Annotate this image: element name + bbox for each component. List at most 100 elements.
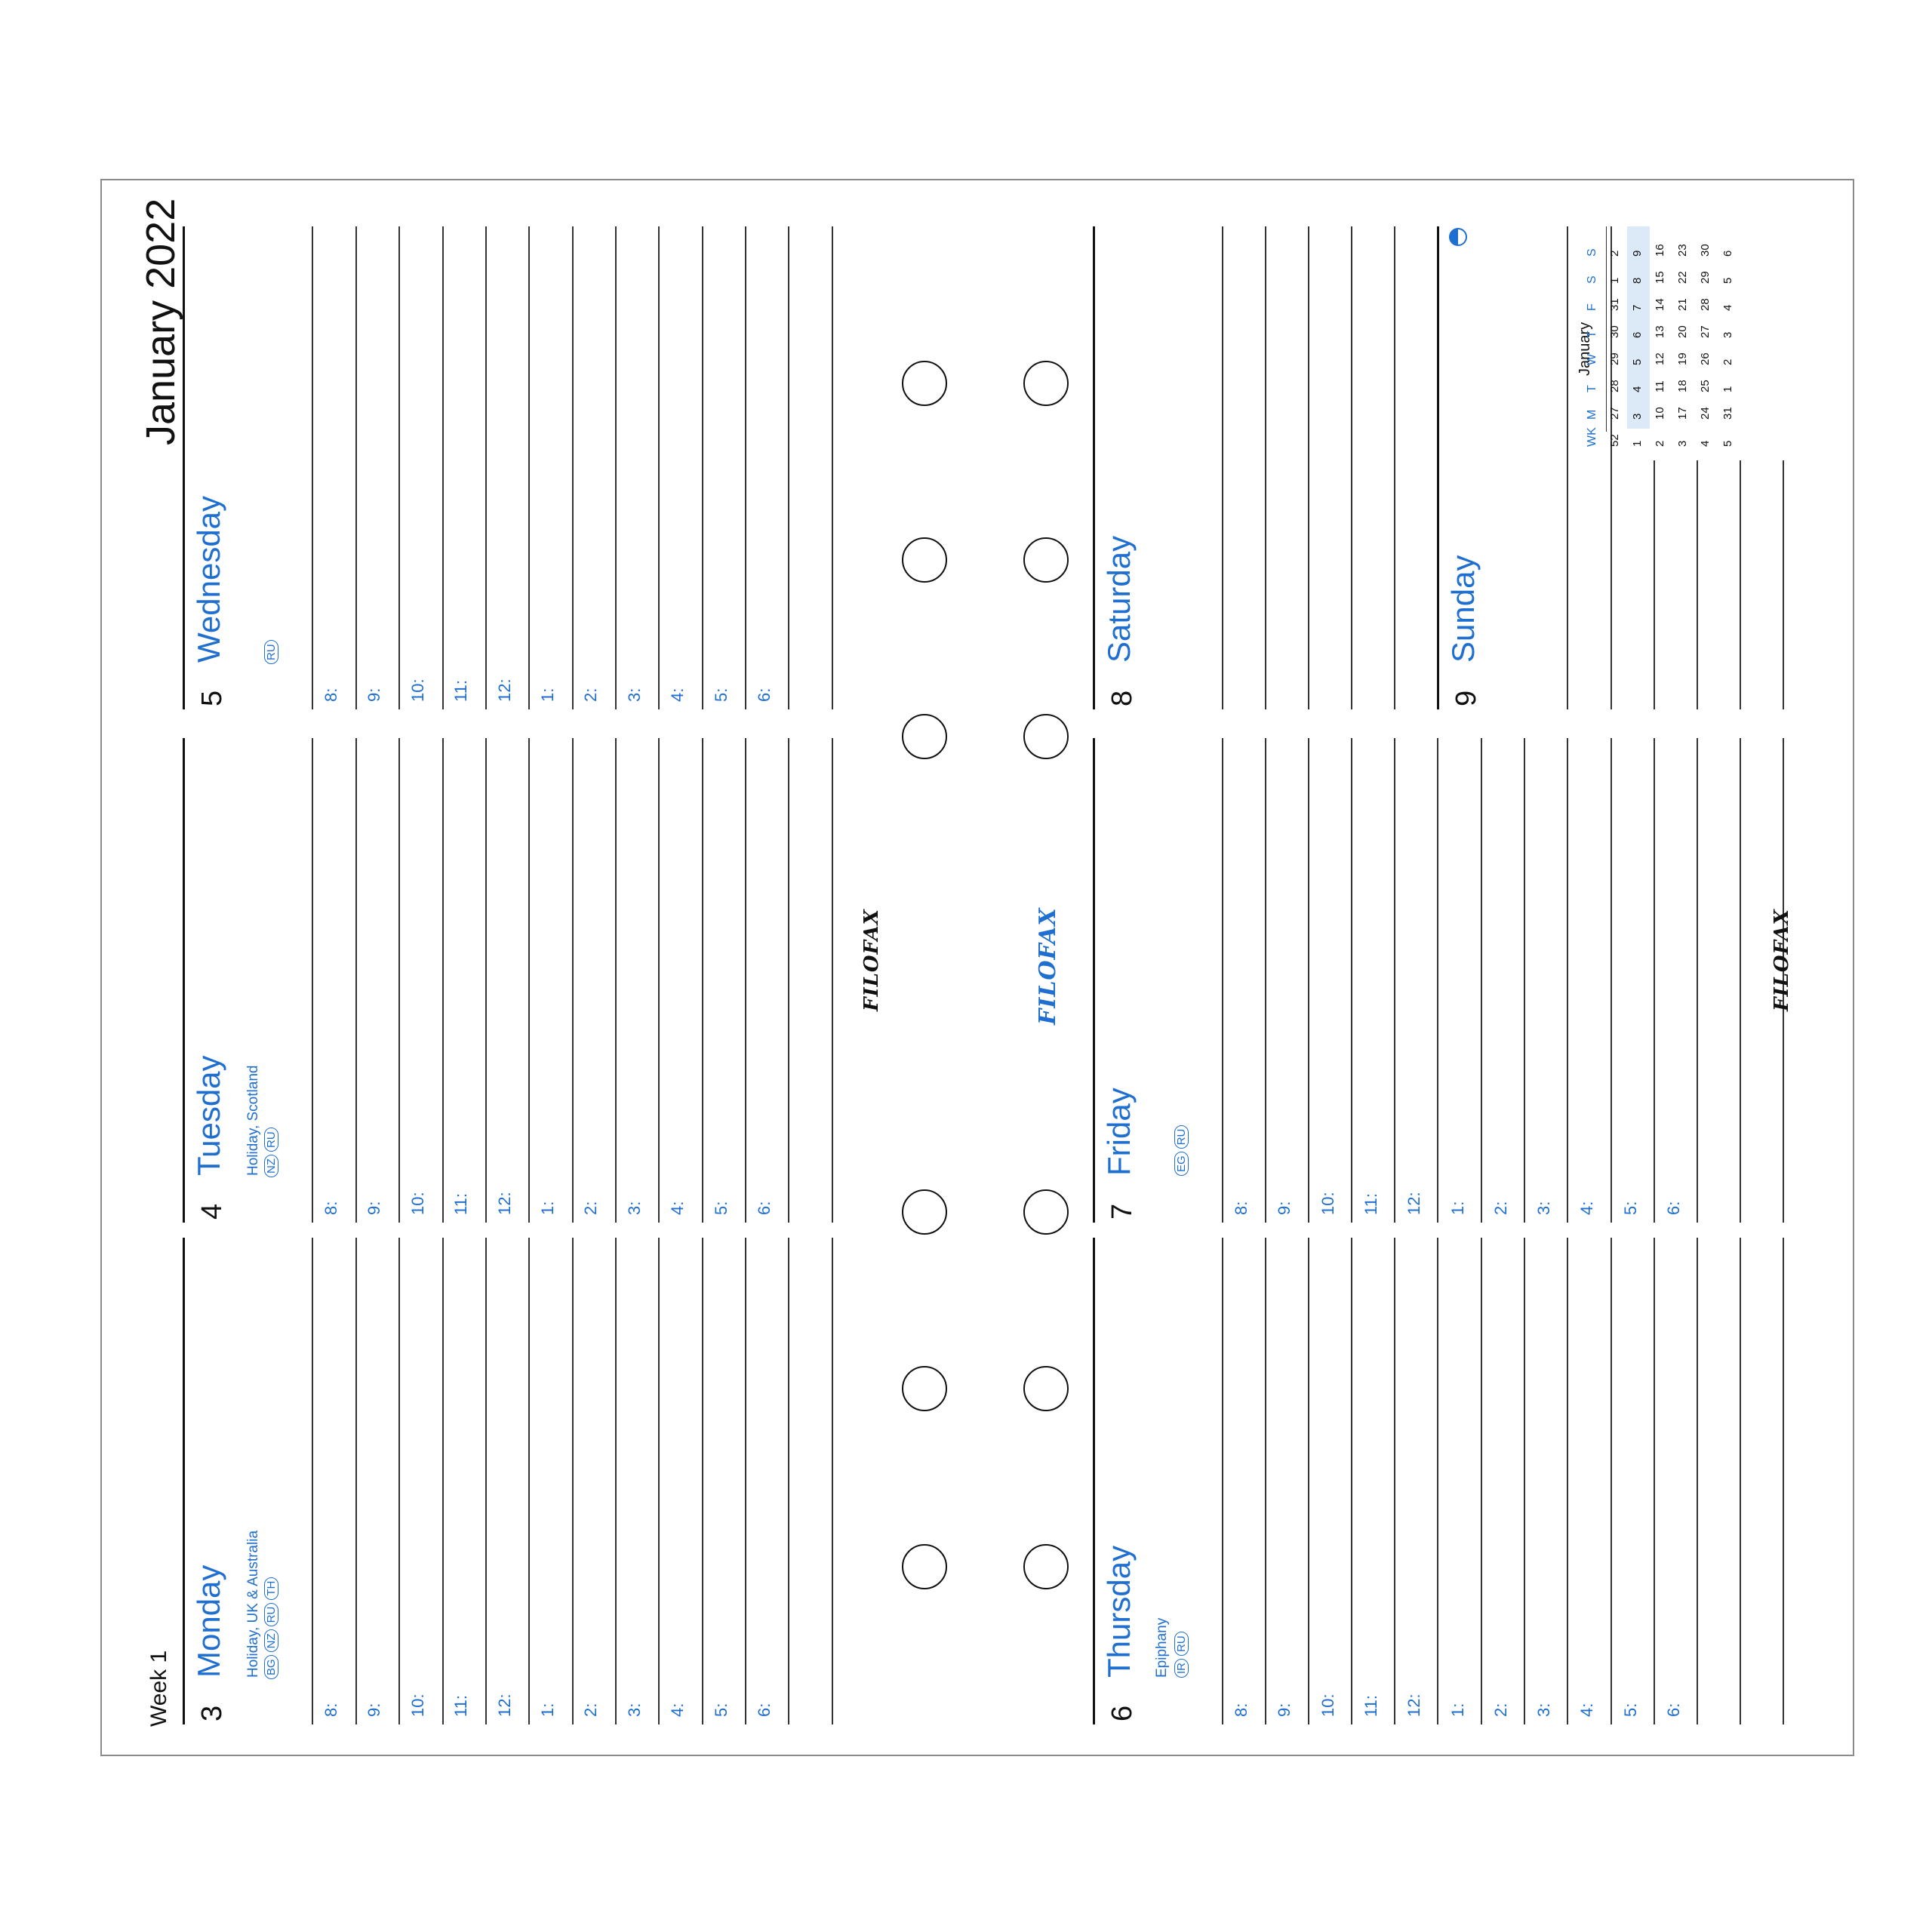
hour-label: 6: xyxy=(755,1201,774,1215)
day-name: Monday xyxy=(191,1564,226,1678)
day-divider-line xyxy=(183,226,185,709)
binder-hole-icon xyxy=(1023,1366,1069,1411)
mini-calendar-cell: 19 xyxy=(1676,352,1689,365)
writing-line xyxy=(355,738,357,1223)
binder-hole-icon xyxy=(1023,1544,1069,1589)
writing-line xyxy=(1697,460,1698,709)
writing-line xyxy=(485,1238,487,1724)
day-name: Wednesday xyxy=(191,495,226,663)
mini-calendar-cell: 3 xyxy=(1721,331,1734,338)
writing-line xyxy=(1567,226,1568,709)
hour-label: 8: xyxy=(321,688,340,702)
mini-calendar-cell: 2 xyxy=(1608,250,1621,257)
hour-label: 5: xyxy=(1620,1703,1640,1717)
writing-line xyxy=(1222,226,1223,709)
country-badge: TH xyxy=(264,1577,278,1600)
mini-calendar-cell: 17 xyxy=(1676,407,1689,420)
mini-calendar-weekday: W xyxy=(1586,353,1598,365)
writing-line xyxy=(1740,738,1741,1223)
writing-line xyxy=(658,1238,660,1724)
mini-calendar-cell: 13 xyxy=(1654,325,1666,338)
day-divider-line xyxy=(183,1238,185,1724)
writing-line xyxy=(1740,1238,1741,1724)
mini-calendar-cell: 5 xyxy=(1631,358,1644,365)
day-divider-line xyxy=(1437,226,1439,709)
hour-label: 4: xyxy=(1577,1703,1597,1717)
hour-label: 5: xyxy=(711,1703,731,1717)
hour-label: 3: xyxy=(1534,1703,1554,1717)
mini-calendar-cell: 11 xyxy=(1654,380,1666,392)
writing-line xyxy=(355,1238,357,1724)
hour-label: 1: xyxy=(538,1201,557,1215)
mini-calendar-cell: 6 xyxy=(1721,250,1734,257)
writing-line xyxy=(312,738,313,1223)
binder-hole-icon xyxy=(902,1366,947,1411)
hour-label: 11: xyxy=(451,680,471,702)
writing-line xyxy=(1611,226,1612,709)
hour-label: 2: xyxy=(581,1703,601,1717)
mini-calendar-cell: 5 xyxy=(1721,440,1734,447)
writing-line xyxy=(702,1238,703,1724)
writing-line xyxy=(1481,738,1482,1223)
mini-calendar-cell: 10 xyxy=(1654,407,1666,420)
hour-label: 12: xyxy=(494,1694,514,1717)
mini-calendar-cell: 14 xyxy=(1654,298,1666,311)
writing-line xyxy=(1265,226,1266,709)
binder-hole-icon xyxy=(902,537,947,583)
writing-line xyxy=(1351,738,1352,1223)
day-divider-line xyxy=(1093,738,1095,1223)
writing-line xyxy=(788,226,789,709)
writing-line xyxy=(745,1238,746,1724)
writing-line xyxy=(442,226,444,709)
mini-calendar-weekday: T xyxy=(1586,385,1598,392)
writing-line xyxy=(1654,1238,1655,1724)
mini-calendar-cell: 3 xyxy=(1676,440,1689,447)
writing-line xyxy=(1524,1238,1525,1724)
day-name: Sunday xyxy=(1445,555,1481,663)
mini-calendar-weekday: F xyxy=(1586,303,1598,311)
hour-label: 10: xyxy=(1318,1694,1337,1717)
mini-calendar-cell: 8 xyxy=(1631,277,1644,284)
writing-line xyxy=(312,226,313,709)
mini-calendar-cell: 18 xyxy=(1676,380,1689,392)
binder-hole-icon xyxy=(902,361,947,406)
binder-hole-icon xyxy=(902,1544,947,1589)
mini-calendar-cell: 28 xyxy=(1608,380,1621,392)
mini-calendar-cell: 27 xyxy=(1608,407,1621,420)
mini-calendar-cell: 52 xyxy=(1608,434,1621,447)
writing-line xyxy=(485,738,487,1223)
hour-label: 11: xyxy=(1361,1695,1380,1717)
first-quarter-moon-icon xyxy=(1449,228,1467,246)
mini-calendar-cell: 16 xyxy=(1654,244,1666,257)
binder-hole-icon xyxy=(1023,361,1069,406)
writing-line xyxy=(702,738,703,1223)
hour-label: 6: xyxy=(755,1703,774,1717)
mini-calendar-weekday: T xyxy=(1586,331,1598,338)
writing-line xyxy=(1567,1238,1568,1724)
mini-calendar-cell: 4 xyxy=(1699,440,1712,447)
hour-label: 5: xyxy=(711,1201,731,1215)
hour-label: 6: xyxy=(1664,1201,1683,1215)
filofax-logo: FILOFAX xyxy=(860,909,883,1011)
writing-line xyxy=(658,226,660,709)
week-label: Week 1 xyxy=(146,1650,171,1727)
day-number: 6 xyxy=(1106,1705,1138,1721)
hour-label: 6: xyxy=(1664,1703,1683,1717)
hour-label: 12: xyxy=(1404,1192,1424,1215)
holiday-badges: IRRU xyxy=(1174,1629,1189,1678)
country-badge: EG xyxy=(1174,1152,1189,1176)
day-divider-line xyxy=(183,738,185,1223)
hour-label: 3: xyxy=(624,1703,644,1717)
hour-label: 10: xyxy=(408,678,427,702)
mini-calendar-cell: 27 xyxy=(1699,325,1712,338)
holiday-badges: EGRU xyxy=(1174,1122,1189,1176)
writing-line xyxy=(832,226,833,709)
day-name: Friday xyxy=(1101,1088,1137,1176)
mini-calendar-cell: 1 xyxy=(1721,386,1734,392)
hour-label: 4: xyxy=(668,1201,688,1215)
hour-label: 6: xyxy=(755,688,774,702)
mini-calendar-cell: 1 xyxy=(1631,440,1644,447)
mini-calendar-cell: 28 xyxy=(1699,298,1712,311)
day-divider-line xyxy=(1093,226,1095,709)
hour-label: 2: xyxy=(581,688,601,702)
